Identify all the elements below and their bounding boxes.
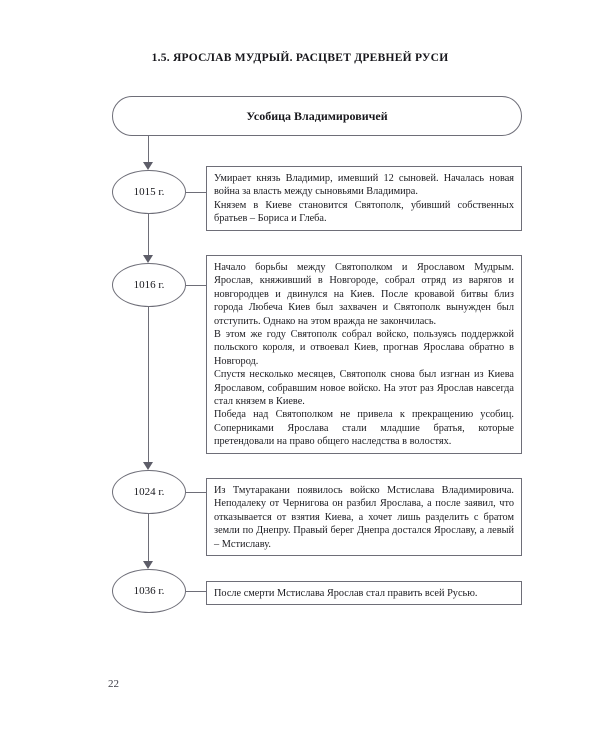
connector-stub-1036: [186, 591, 206, 592]
connector-arrow-1024-to-1036: [143, 561, 153, 569]
connector-arrow-1015-to-1016: [143, 255, 153, 263]
text-box-1036: После смерти Мстислава Ярослав стал прав…: [206, 581, 522, 606]
date-label-1024: 1024 г.: [133, 486, 165, 498]
connector-line-1015-to-1016: [148, 214, 149, 260]
connector-line-header-to-1015: [148, 136, 149, 166]
text-box-1016: Начало борьбы между Святополком и Яросла…: [206, 255, 522, 454]
connector-line-1024-to-1036: [148, 514, 149, 566]
paragraph: Князем в Киеве становится Святополк, уби…: [214, 199, 514, 225]
paragraph: После смерти Мстислава Ярослав стал прав…: [214, 588, 478, 599]
paragraph: Спустя несколько месяцев, Святополк снов…: [214, 369, 514, 408]
connector-stub-1016: [186, 285, 206, 286]
date-node-1015: 1015 г.: [112, 170, 186, 214]
date-label-1036: 1036 г.: [133, 585, 165, 597]
text-box-1024: Из Тмутаракани появилось войско Мстислав…: [206, 478, 522, 557]
page-title: 1.5. ЯРОСЛАВ МУДРЫЙ. РАСЦВЕТ ДРЕВНЕЙ РУС…: [151, 52, 449, 64]
date-node-1036: 1036 г.: [112, 569, 186, 613]
paragraph: В этом же году Святополк собрал войско, …: [214, 329, 514, 367]
paragraph: Из Тмутаракани появилось войско Мстислав…: [214, 485, 514, 550]
text-box-1015: Умирает князь Владимир, имевший 12 сынов…: [206, 166, 522, 231]
connector-line-1016-to-1024: [148, 307, 149, 467]
connector-arrow-1016-to-1024: [143, 462, 153, 470]
date-node-1016: 1016 г.: [112, 263, 186, 307]
date-label-1015: 1015 г.: [133, 186, 165, 198]
diagram-header-node: Усобица Владимировичей: [112, 96, 522, 136]
date-node-1024: 1024 г.: [112, 470, 186, 514]
date-label-1016: 1016 г.: [133, 279, 165, 291]
diagram-header-label: Усобица Владимировичей: [246, 108, 388, 123]
paragraph: Умирает князь Владимир, имевший 12 сынов…: [214, 173, 514, 198]
paragraph: Победа над Святополком не привела к прек…: [214, 409, 514, 448]
page-number: 22: [108, 678, 119, 690]
connector-arrow-header-to-1015: [143, 162, 153, 170]
paragraph: Начало борьбы между Святополком и Яросла…: [214, 262, 514, 327]
connector-stub-1015: [186, 192, 206, 193]
connector-stub-1024: [186, 492, 206, 493]
